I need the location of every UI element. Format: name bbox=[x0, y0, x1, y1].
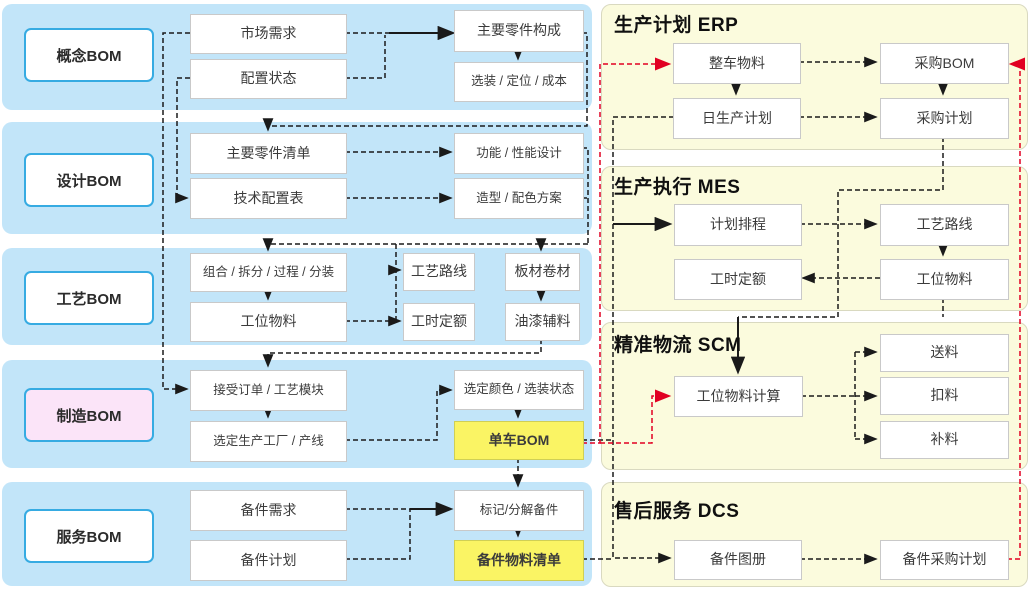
label-process-bom-text: 工艺BOM bbox=[56, 290, 122, 308]
node-spare-atlas: 备件图册 bbox=[674, 540, 802, 580]
node-market-demand: 市场需求 bbox=[190, 14, 347, 54]
node-replenish-material: 补料 bbox=[880, 421, 1009, 459]
node-select-plant-line: 选定生产工厂 / 产线 bbox=[190, 421, 347, 462]
node-tech-config-table: 技术配置表 bbox=[190, 178, 347, 219]
node-purchase-plan: 采购计划 bbox=[880, 98, 1009, 139]
node-mark-decompose-spare: 标记/分解备件 bbox=[454, 490, 584, 531]
label-service-bom-text: 服务BOM bbox=[56, 528, 122, 546]
label-manufacture-bom: 制造BOM bbox=[24, 388, 154, 442]
node-station-material-calc: 工位物料计算 bbox=[674, 376, 803, 417]
node-styling-color-scheme: 造型 / 配色方案 bbox=[454, 178, 584, 219]
node-mes-station-material: 工位物料 bbox=[880, 259, 1009, 300]
label-concept-bom-text: 概念BOM bbox=[56, 47, 122, 65]
node-process-route: 工艺路线 bbox=[403, 253, 475, 291]
label-design-bom-text: 设计BOM bbox=[56, 172, 122, 190]
node-deduct-material: 扣料 bbox=[880, 377, 1009, 415]
node-vehicle-material: 整车物料 bbox=[673, 43, 801, 84]
node-vehicle-bom: 单车BOM bbox=[454, 421, 584, 460]
node-spare-demand: 备件需求 bbox=[190, 490, 347, 531]
title-dcs: 售后服务 DCS bbox=[614, 501, 740, 522]
title-scm: 精准物流 SCM bbox=[614, 335, 742, 356]
node-accept-order-process-module: 接受订单 / 工艺模块 bbox=[190, 370, 347, 411]
label-manufacture-bom-text: 制造BOM bbox=[56, 407, 122, 425]
label-design-bom: 设计BOM bbox=[24, 153, 154, 207]
node-option-position-cost: 选装 / 定位 / 成本 bbox=[454, 62, 584, 102]
node-config-status: 配置状态 bbox=[190, 59, 347, 99]
node-deliver-material: 送料 bbox=[880, 334, 1009, 372]
node-work-hour-quota: 工时定额 bbox=[403, 303, 475, 341]
node-mes-work-hour-quota: 工时定额 bbox=[674, 259, 802, 300]
label-process-bom: 工艺BOM bbox=[24, 271, 154, 325]
node-sheet-coil-material: 板材卷材 bbox=[505, 253, 580, 291]
node-main-parts-list: 主要零件清单 bbox=[190, 133, 347, 174]
label-service-bom: 服务BOM bbox=[24, 509, 154, 563]
node-main-parts-composition: 主要零件构成 bbox=[454, 10, 584, 52]
node-plan-scheduling: 计划排程 bbox=[674, 204, 802, 246]
node-paint-auxiliary: 油漆辅料 bbox=[505, 303, 580, 341]
node-select-color-option: 选定颜色 / 选装状态 bbox=[454, 370, 584, 410]
node-purchase-bom: 采购BOM bbox=[880, 43, 1009, 84]
label-concept-bom: 概念BOM bbox=[24, 28, 154, 82]
node-spare-material-list: 备件物料清单 bbox=[454, 540, 584, 581]
node-mes-process-route: 工艺路线 bbox=[880, 204, 1009, 246]
node-combine-split-process-pack: 组合 / 拆分 / 过程 / 分装 bbox=[190, 253, 347, 292]
title-mes: 生产执行 MES bbox=[614, 177, 741, 198]
node-spare-purchase-plan: 备件采购计划 bbox=[880, 540, 1009, 580]
title-erp: 生产计划 ERP bbox=[614, 15, 739, 36]
node-daily-production-plan: 日生产计划 bbox=[673, 98, 801, 139]
node-station-material: 工位物料 bbox=[190, 302, 347, 342]
node-spare-plan: 备件计划 bbox=[190, 540, 347, 581]
node-function-performance-design: 功能 / 性能设计 bbox=[454, 133, 584, 174]
